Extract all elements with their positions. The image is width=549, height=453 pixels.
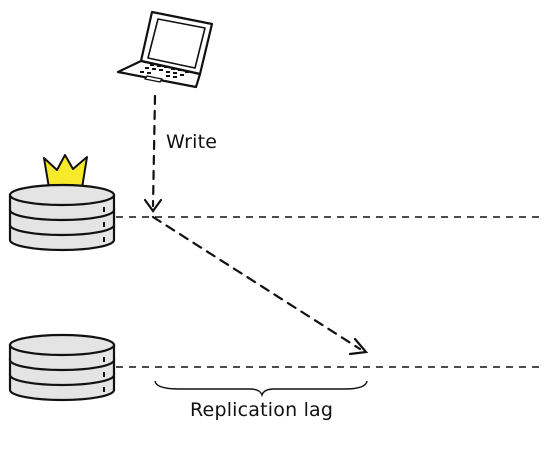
crown-icon [43,154,88,189]
replication-arrow [151,215,369,356]
write-label: Write [166,131,218,153]
write-arrow [143,94,163,213]
replication-lag-brace [154,380,368,398]
laptop-icon [116,10,214,89]
leader-database-icon [8,183,116,252]
follower-database-icon [8,333,116,402]
replication-lag-label: Replication lag [190,399,334,421]
